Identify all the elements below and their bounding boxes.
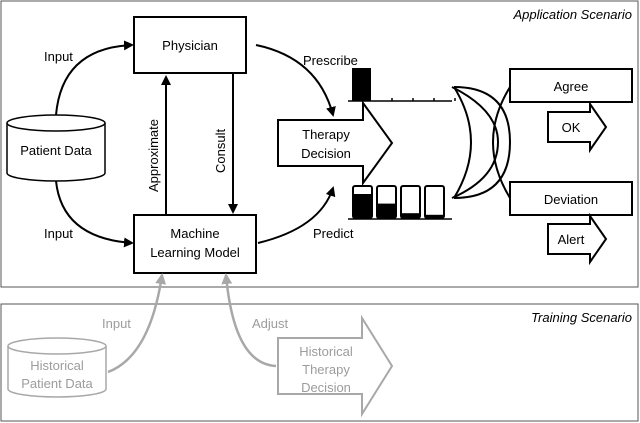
predict-bar-fill (401, 213, 420, 218)
consult-label: Consult (213, 129, 228, 173)
input-arrow-bottom (55, 180, 134, 248)
therapy-decision-arrow (277, 99, 394, 187)
training-adjust-label: Adjust (252, 316, 289, 331)
decision-splitter (451, 86, 512, 199)
predict-label: Predict (313, 226, 354, 241)
therapy-decision-label-line1: Therapy (302, 127, 350, 142)
physician-label: Physician (162, 38, 218, 53)
predict-bar-outline (424, 185, 445, 219)
application-scenario-title: Application Scenario (512, 7, 632, 22)
training-input-label: Input (102, 316, 131, 331)
historical-patient-data-label-line1: Historical (30, 358, 84, 373)
patient-data-cylinder (6, 114, 106, 182)
input-label-bottom: Input (44, 226, 73, 241)
deviation-label: Deviation (544, 192, 598, 207)
therapy-decision-label-line2: Decision (301, 146, 351, 161)
predict-bar-fill (377, 203, 396, 218)
prescribe-bar-indicator (348, 68, 456, 102)
predict-bar-indicator (348, 185, 452, 220)
input-arrow-top (55, 40, 134, 116)
training-scenario-frame (0, 303, 639, 422)
ml-model-label-line1: Machine (170, 226, 219, 241)
ok-arrow (547, 100, 608, 154)
agree-box (509, 68, 633, 103)
training-input-arrow (107, 273, 167, 374)
historical-patient-data-cylinder (7, 337, 107, 398)
agree-label: Agree (554, 79, 589, 94)
ok-label: OK (562, 120, 581, 135)
deviation-box (509, 181, 633, 216)
historical-therapy-decision-label-line2: Therapy (302, 362, 350, 377)
input-label-top: Input (44, 49, 73, 64)
predict-bar-fill (353, 194, 372, 218)
historical-therapy-decision-arrow (277, 314, 394, 418)
physician-box (133, 16, 247, 74)
decision-splitter-curves (453, 86, 511, 199)
approximate-label: Approximate (146, 119, 161, 192)
historical-therapy-decision-label-line1: Historical (299, 344, 353, 359)
alert-arrow (547, 212, 608, 266)
training-adjust-arrow (221, 273, 277, 368)
ml-model-label-line2: Learning Model (150, 245, 240, 260)
predict-bar-fill (425, 214, 444, 218)
prescribe-arrow (255, 44, 336, 117)
historical-therapy-decision-label-line3: Decision (301, 380, 351, 395)
predict-arrow (257, 186, 336, 244)
patient-data-label: Patient Data (20, 143, 92, 158)
application-scenario-frame (0, 0, 639, 288)
prescribe-bar (352, 68, 371, 101)
ml-model-box (133, 214, 257, 274)
prescribe-label: Prescribe (303, 53, 358, 68)
training-scenario-title: Training Scenario (531, 310, 632, 325)
historical-patient-data-label-line2: Patient Data (21, 376, 93, 391)
alert-label: Alert (558, 232, 585, 247)
